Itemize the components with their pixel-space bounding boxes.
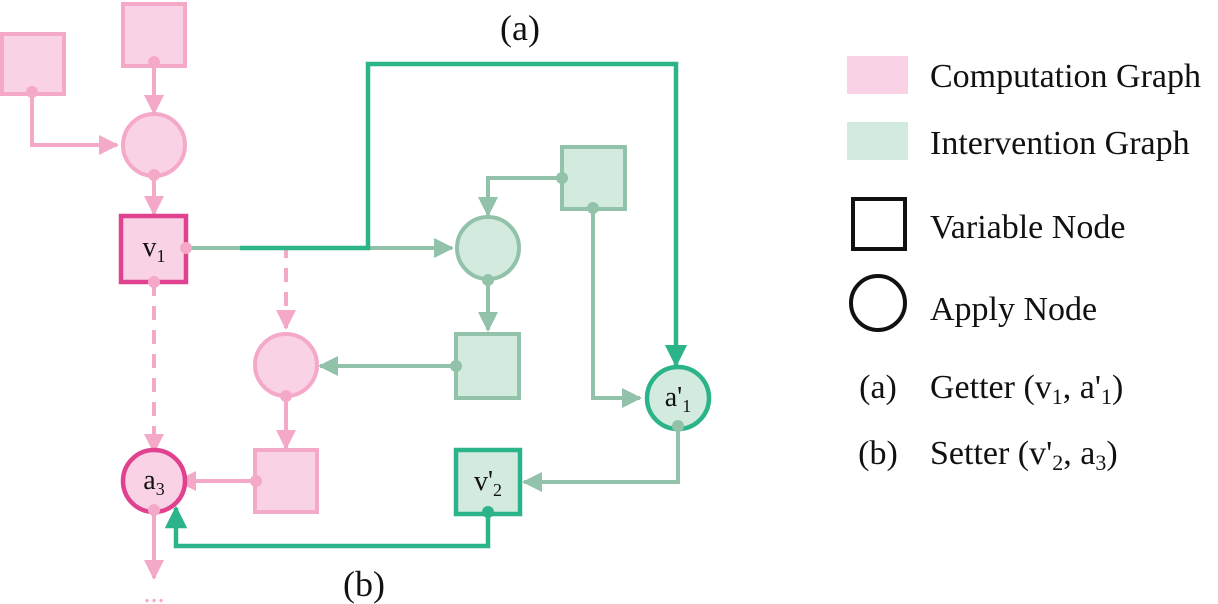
annotation-b: (b): [343, 564, 385, 604]
intervention-nodes: [453, 145, 712, 517]
legend-getter-label: Getter (v1, a'1): [930, 369, 1123, 409]
ellipsis: ...: [144, 578, 165, 604]
edge-int-var-to-int-apply: [478, 176, 562, 217]
legend-label-computation: Computation Graph: [930, 58, 1201, 95]
edge-int-var-to-a1p: [591, 208, 642, 408]
legend-apply-node-icon: [849, 274, 907, 332]
legend-variable-node-icon: [851, 197, 907, 251]
variable-node-v2-prime: [453, 447, 523, 517]
variable-node-input1: [0, 32, 66, 96]
legend: Computation Graph Intervention Graph Var…: [847, 56, 1201, 475]
hook-edges: [164, 61, 688, 549]
legend-swatch-intervention: [847, 122, 908, 160]
legend-label-intervention: Intervention Graph: [930, 125, 1190, 162]
variable-node-input2: [121, 2, 187, 68]
int-variable-node-mid: [454, 332, 521, 400]
computation-nodes: [0, 2, 319, 515]
getter-edge: [240, 61, 688, 368]
port-dots: [26, 56, 684, 518]
apply-node-2: [253, 332, 319, 398]
legend-getter-tag: (a): [859, 369, 897, 406]
label-a3: a3: [143, 465, 164, 499]
legend-setter-label: Setter (v'2, a3): [930, 435, 1118, 475]
legend-setter-tag: (b): [858, 435, 898, 472]
edge-v1-to-apply2-dashed: [186, 246, 296, 330]
label-v2-prime: v'2: [474, 466, 502, 500]
label-v1: v1: [143, 232, 166, 266]
int-apply-node: [455, 215, 521, 281]
legend-label-variable: Variable Node: [930, 209, 1125, 246]
edge-a1p-to-v2p: [522, 426, 680, 492]
edge-input1-to-apply1: [30, 92, 119, 155]
annotation-a: (a): [500, 8, 540, 48]
setter-edge: [164, 505, 491, 549]
int-variable-node-top: [560, 145, 627, 211]
legend-swatch-computation: [847, 56, 908, 94]
variable-node-3: [253, 448, 319, 514]
legend-label-apply: Apply Node: [930, 291, 1097, 328]
apply-node-1: [121, 112, 187, 178]
intervention-edges: [186, 176, 680, 492]
label-a1-prime: a'1: [665, 382, 691, 416]
